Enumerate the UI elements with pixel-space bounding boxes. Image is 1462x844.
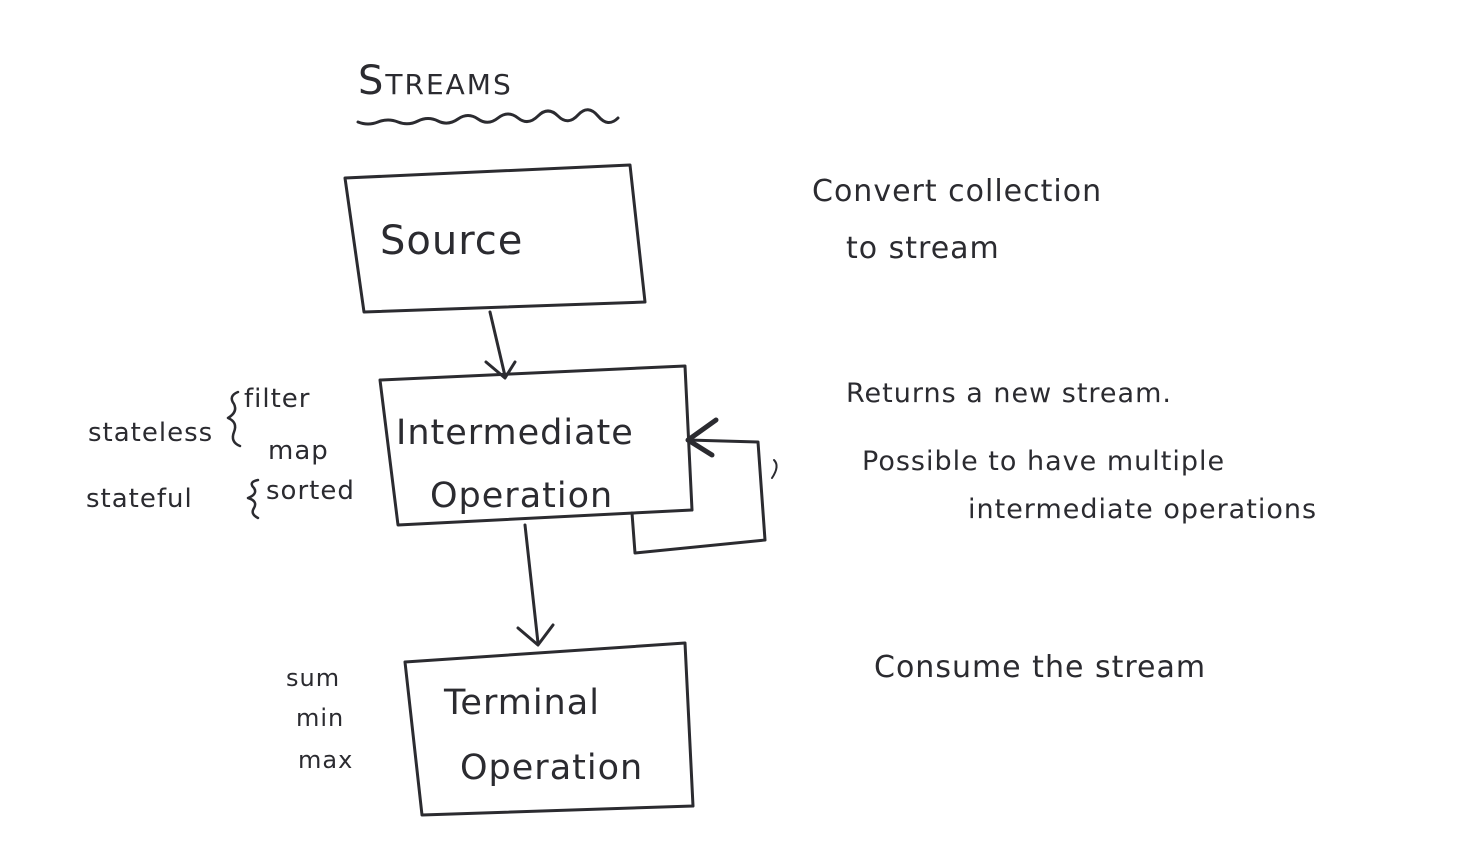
stateless-brace [226,390,242,448]
stateless-label: stateless [88,418,214,448]
arrow-intermediate-to-terminal-head [516,623,555,647]
diagram-title: Streams [358,58,513,104]
arrow-source-to-intermediate-head [484,360,517,380]
source-box [343,163,647,314]
intermediate-note-line1: Returns a new stream. [846,378,1172,409]
stateful-op-sorted: sorted [266,476,355,506]
arrow-source-to-intermediate [488,310,507,378]
terminal-box [403,641,695,817]
terminal-label-line2: Operation [460,748,644,788]
terminal-op-sum: sum [286,664,341,692]
terminal-op-max: max [298,746,354,774]
arrow-intermediate-to-terminal [523,523,540,645]
tick-mark [771,459,778,479]
source-label: Source [380,218,524,264]
stateless-op-map: map [268,436,329,466]
stateless-op-filter: filter [244,384,311,414]
source-note-line1: Convert collection [812,174,1103,209]
intermediate-label-line2: Operation [430,476,614,516]
intermediate-box [378,364,694,527]
loop-arrow-head [685,417,719,458]
intermediate-note-line2: Possible to have multiple [862,446,1226,477]
title-underline [356,108,620,126]
terminal-label-line1: Terminal [444,683,600,723]
stateful-brace [246,478,260,520]
stateful-label: stateful [86,484,193,514]
terminal-op-min: min [296,704,345,732]
loop-arrow [630,438,767,555]
terminal-note-line1: Consume the stream [874,650,1207,685]
intermediate-note-line3: intermediate operations [968,494,1318,525]
intermediate-label-line1: Intermediate [396,413,634,453]
source-note-line2: to stream [846,231,1000,266]
